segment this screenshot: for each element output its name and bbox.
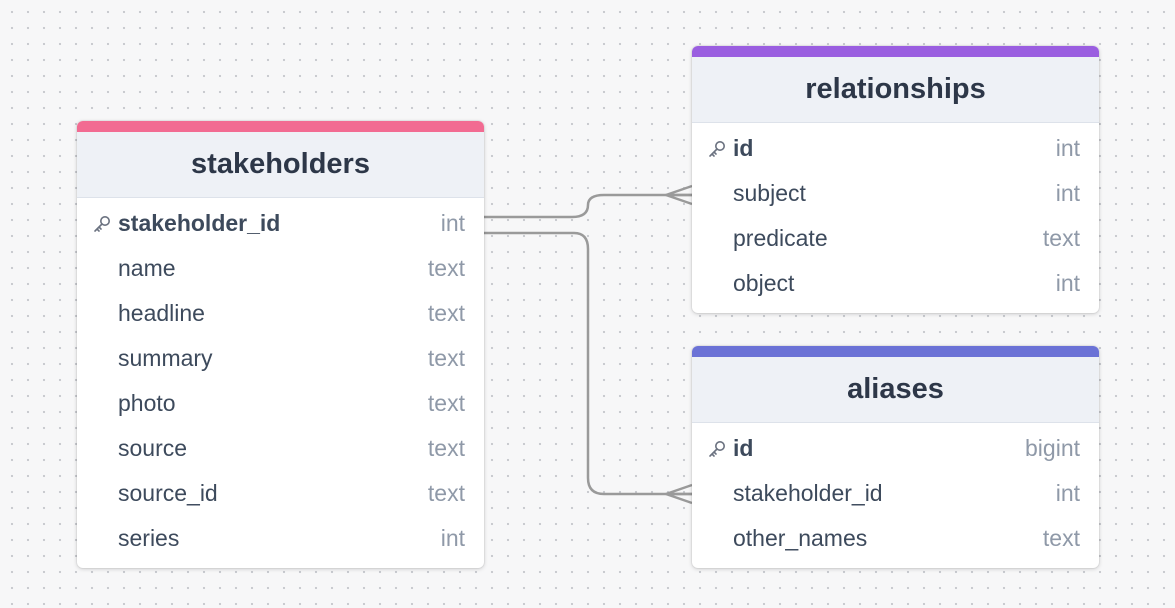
column-name: summary <box>118 345 213 371</box>
column-name: headline <box>118 300 205 326</box>
column-type: text <box>427 255 465 281</box>
column-row[interactable]: predicate text <box>692 216 1099 261</box>
column-row[interactable]: name text <box>77 246 484 291</box>
table-title: relationships <box>692 57 1099 123</box>
column-type: text <box>427 345 465 371</box>
column-type: text <box>1042 525 1080 551</box>
column-row[interactable]: id bigint <box>692 426 1099 471</box>
column-type: int <box>440 210 465 236</box>
table-columns: stakeholder_id int name text headline te… <box>77 201 484 561</box>
column-row[interactable]: source_id text <box>77 471 484 516</box>
column-name: id <box>733 135 754 161</box>
column-name: id <box>733 435 754 461</box>
column-row[interactable]: photo text <box>77 381 484 426</box>
column-name: subject <box>733 180 806 206</box>
column-name: photo <box>118 390 176 416</box>
connector-stakeholders-aliases <box>484 231 692 496</box>
table-columns: id bigint stakeholder_id int other_names… <box>692 426 1099 561</box>
column-name: object <box>733 270 795 296</box>
table-relationships[interactable]: relationships id int subject int predica… <box>692 46 1099 313</box>
column-row[interactable]: series int <box>77 516 484 561</box>
column-type: text <box>1042 225 1080 251</box>
table-columns: id int subject int predicate text object… <box>692 126 1099 306</box>
column-row[interactable]: object int <box>692 261 1099 306</box>
column-name: series <box>118 525 180 551</box>
column-row[interactable]: id int <box>692 126 1099 171</box>
column-type: text <box>427 435 465 461</box>
column-type: text <box>427 480 465 506</box>
column-type: bigint <box>1025 435 1080 461</box>
table-title: stakeholders <box>77 132 484 198</box>
column-name: stakeholder_id <box>733 480 883 506</box>
table-accent-bar <box>77 121 484 132</box>
column-type: int <box>1055 180 1080 206</box>
column-type: int <box>1055 135 1080 161</box>
column-row[interactable]: other_names text <box>692 516 1099 561</box>
column-name: stakeholder_id <box>118 210 281 236</box>
key-icon <box>709 141 725 157</box>
column-name: source_id <box>118 480 218 506</box>
column-name: name <box>118 255 176 281</box>
column-row[interactable]: stakeholder_id int <box>77 201 484 246</box>
column-type: int <box>1055 270 1080 296</box>
table-stakeholders[interactable]: stakeholders stakeholder_id int name tex… <box>77 121 484 568</box>
column-row[interactable]: summary text <box>77 336 484 381</box>
crowfoot-relationships-subject <box>665 184 693 206</box>
column-row[interactable]: headline text <box>77 291 484 336</box>
column-type: text <box>427 390 465 416</box>
crowfoot-aliases-stakeholder-id <box>665 483 693 505</box>
key-icon <box>709 441 725 457</box>
column-type: int <box>1055 480 1080 506</box>
table-aliases[interactable]: aliases id bigint stakeholder_id int oth… <box>692 346 1099 568</box>
column-row[interactable]: source text <box>77 426 484 471</box>
key-icon <box>94 216 110 232</box>
column-type: int <box>440 525 465 551</box>
table-accent-bar <box>692 46 1099 57</box>
column-name: predicate <box>733 225 828 251</box>
column-name: source <box>118 435 188 461</box>
column-type: text <box>427 300 465 326</box>
column-name: other_names <box>733 525 868 551</box>
column-row[interactable]: stakeholder_id int <box>692 471 1099 516</box>
table-title: aliases <box>692 357 1099 423</box>
connector-stakeholders-relationships <box>484 193 692 219</box>
column-row[interactable]: subject int <box>692 171 1099 216</box>
table-accent-bar <box>692 346 1099 357</box>
